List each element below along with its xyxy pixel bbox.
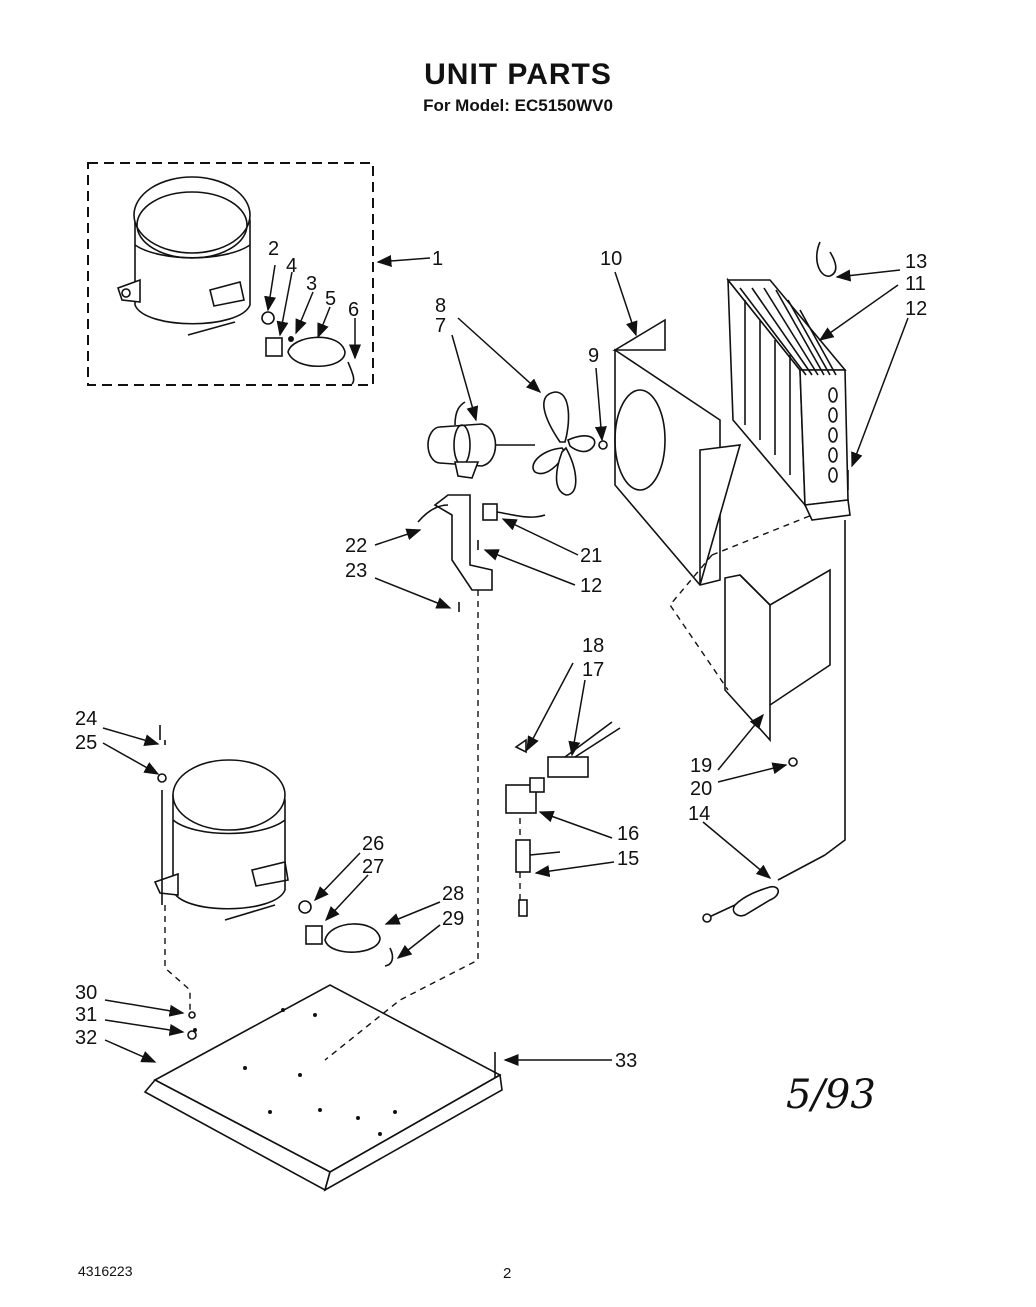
fan-motor-drawing <box>427 401 535 479</box>
filter-drier-drawing <box>702 520 846 923</box>
callout-1: 1 <box>432 248 443 270</box>
callout-33: 33 <box>615 1050 637 1072</box>
motor-bracket-drawing <box>417 494 546 612</box>
callout-26: 26 <box>362 833 384 855</box>
callout-labels: 1 2 3 4 5 6 7 8 9 10 11 12 12 13 14 15 1… <box>75 238 927 1072</box>
callout-27: 27 <box>362 856 384 878</box>
compressor-bottom-drawing <box>153 725 394 967</box>
handwritten-date: 5/93 <box>786 1072 876 1118</box>
callout-22: 22 <box>345 535 367 557</box>
callout-leaders <box>102 254 909 1066</box>
callout-6: 6 <box>348 299 359 321</box>
baffle-plate-drawing <box>724 568 831 767</box>
callout-10: 10 <box>600 248 622 270</box>
fan-shroud-drawing <box>612 318 742 586</box>
compressor-top-drawing <box>116 176 355 385</box>
base-pan-drawing <box>143 984 503 1192</box>
callout-13: 13 <box>905 251 927 273</box>
callout-29: 29 <box>442 908 464 930</box>
callout-18: 18 <box>582 635 604 657</box>
callout-12a: 12 <box>905 298 927 320</box>
callout-28: 28 <box>442 883 464 905</box>
callout-23: 23 <box>345 560 367 582</box>
callout-11: 11 <box>905 273 926 295</box>
fan-blade-drawing <box>532 391 608 496</box>
callout-5: 5 <box>325 288 336 310</box>
callout-21: 21 <box>580 545 602 567</box>
callout-9: 9 <box>588 345 599 367</box>
condenser-drawing <box>726 241 851 521</box>
callout-7: 7 <box>435 315 446 337</box>
callout-12b: 12 <box>580 575 602 597</box>
callout-4: 4 <box>286 255 297 277</box>
callout-31: 31 <box>75 1004 97 1026</box>
callout-14: 14 <box>688 803 710 825</box>
callout-3: 3 <box>306 273 317 295</box>
callout-19: 19 <box>690 755 712 777</box>
callout-15: 15 <box>617 848 639 870</box>
diagram-title: UNIT PARTS <box>424 58 612 91</box>
callout-8: 8 <box>435 295 446 317</box>
callout-30: 30 <box>75 982 97 1004</box>
callout-24: 24 <box>75 708 97 730</box>
callout-2: 2 <box>268 238 279 260</box>
compressor-kit-box <box>87 162 374 386</box>
callout-16: 16 <box>617 823 639 845</box>
callout-32: 32 <box>75 1027 97 1049</box>
document-number: 4316223 <box>78 1263 133 1279</box>
dashed-assembly-lines <box>164 514 813 1061</box>
callout-17: 17 <box>582 659 604 681</box>
callout-25: 25 <box>75 732 97 754</box>
electrical-parts-drawing <box>505 721 621 917</box>
page-number: 2 <box>503 1265 512 1282</box>
callout-20: 20 <box>690 778 712 800</box>
model-subtitle: For Model: EC5150WV0 <box>423 96 613 115</box>
